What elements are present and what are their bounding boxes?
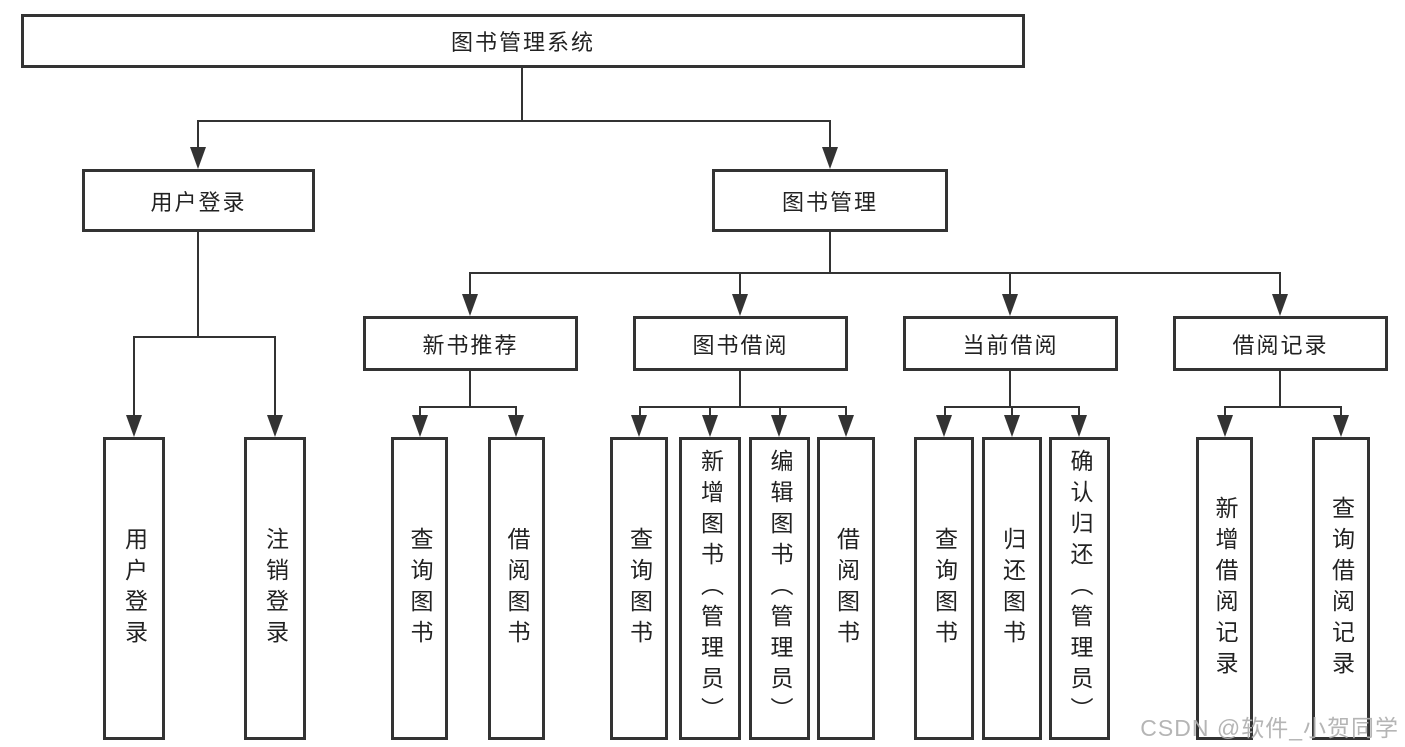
- arrow-down-icon: [1002, 294, 1018, 316]
- connector-line: [739, 272, 741, 296]
- leaf-return-books-label: 归还图书: [999, 526, 1026, 651]
- connector-line: [779, 406, 781, 416]
- connector-line: [419, 406, 517, 408]
- connector-line: [469, 272, 471, 296]
- leaf-edit-books-admin-label: 编辑图书（管理员）: [767, 449, 793, 728]
- leaf-query-books-2: 查询图书: [610, 437, 668, 740]
- node-root: 图书管理系统: [21, 14, 1025, 68]
- arrow-down-icon: [126, 415, 142, 437]
- connector-line: [197, 120, 199, 150]
- node-borrow-records: 借阅记录: [1173, 316, 1388, 371]
- node-user-login-label: 用户登录: [150, 189, 247, 215]
- arrow-down-icon: [936, 415, 952, 437]
- arrow-down-icon: [1004, 415, 1020, 437]
- connector-line: [1078, 406, 1080, 416]
- leaf-add-books-admin-label: 新增图书（管理员）: [697, 449, 724, 728]
- connector-line: [197, 232, 199, 336]
- leaf-query-books-3: 查询图书: [914, 437, 974, 740]
- connector-line: [829, 120, 831, 150]
- arrow-down-icon: [1333, 415, 1349, 437]
- connector-line: [944, 406, 946, 416]
- leaf-query-books-3-label: 查询图书: [931, 526, 958, 651]
- arrow-down-icon: [1071, 415, 1087, 437]
- leaf-confirm-return-admin: 确认归还（管理员）: [1049, 437, 1110, 740]
- node-book-management-label: 图书管理: [781, 189, 878, 215]
- leaf-query-borrow-record-label: 查询借阅记录: [1328, 495, 1355, 682]
- leaf-query-borrow-record: 查询借阅记录: [1312, 437, 1370, 740]
- leaf-add-borrow-record-label: 新增借阅记录: [1212, 495, 1238, 682]
- leaf-query-books-1-label: 查询图书: [407, 526, 433, 651]
- leaf-borrow-books-2-label: 借阅图书: [833, 526, 860, 651]
- leaf-logout-label: 注销登录: [262, 526, 289, 651]
- arrow-down-icon: [190, 147, 206, 169]
- connector-line: [521, 68, 523, 120]
- arrow-down-icon: [412, 415, 428, 437]
- arrow-down-icon: [462, 294, 478, 316]
- watermark: CSDN @软件_小贺同学: [1140, 715, 1399, 741]
- leaf-edit-books-admin: 编辑图书（管理员）: [749, 437, 810, 740]
- leaf-return-books: 归还图书: [982, 437, 1042, 740]
- connector-line: [133, 336, 276, 338]
- node-root-label: 图书管理系统: [450, 30, 595, 55]
- connector-line: [845, 406, 847, 416]
- node-new-book-recommend: 新书推荐: [363, 316, 578, 371]
- leaf-user-login-label: 用户登录: [121, 526, 148, 651]
- leaf-query-books-2-label: 查询图书: [626, 526, 653, 651]
- leaf-logout: 注销登录: [244, 437, 306, 740]
- node-book-borrow-label: 图书借阅: [692, 332, 789, 358]
- arrow-down-icon: [1272, 294, 1288, 316]
- connector-line: [1340, 406, 1342, 416]
- connector-line: [1009, 371, 1011, 406]
- node-new-book-recommend-label: 新书推荐: [422, 332, 519, 358]
- leaf-add-borrow-record: 新增借阅记录: [1196, 437, 1253, 740]
- connector-line: [1009, 272, 1011, 296]
- connector-line: [469, 371, 471, 406]
- node-current-borrow: 当前借阅: [903, 316, 1118, 371]
- connector-line: [739, 371, 741, 406]
- leaf-borrow-books-1-label: 借阅图书: [504, 526, 530, 651]
- leaf-borrow-books-1: 借阅图书: [488, 437, 545, 740]
- node-book-borrow: 图书借阅: [633, 316, 848, 371]
- connector-line: [470, 272, 1281, 274]
- arrow-down-icon: [838, 415, 854, 437]
- connector-line: [197, 120, 831, 122]
- leaf-query-books-1: 查询图书: [391, 437, 448, 740]
- node-user-login: 用户登录: [82, 169, 315, 232]
- connector-line: [1224, 406, 1226, 416]
- arrow-down-icon: [771, 415, 787, 437]
- arrow-down-icon: [822, 147, 838, 169]
- connector-line: [709, 406, 711, 416]
- node-borrow-records-label: 借阅记录: [1232, 332, 1329, 358]
- arrow-down-icon: [631, 415, 647, 437]
- node-book-management: 图书管理: [712, 169, 948, 232]
- node-current-borrow-label: 当前借阅: [962, 332, 1059, 358]
- connector-line: [1224, 406, 1341, 408]
- connector-line: [639, 406, 846, 408]
- leaf-confirm-return-admin-label: 确认归还（管理员）: [1067, 449, 1093, 728]
- arrow-down-icon: [702, 415, 718, 437]
- connector-line: [829, 232, 831, 272]
- arrow-down-icon: [732, 294, 748, 316]
- connector-line: [1011, 406, 1013, 416]
- arrow-down-icon: [1217, 415, 1233, 437]
- connector-line: [1279, 371, 1281, 406]
- arrow-down-icon: [267, 415, 283, 437]
- leaf-add-books-admin: 新增图书（管理员）: [679, 437, 741, 740]
- connector-line: [515, 406, 517, 416]
- leaf-borrow-books-2: 借阅图书: [817, 437, 875, 740]
- arrow-down-icon: [508, 415, 524, 437]
- connector-line: [639, 406, 641, 416]
- connector-line: [419, 406, 421, 416]
- connector-line: [1279, 272, 1281, 296]
- leaf-user-login: 用户登录: [103, 437, 165, 740]
- connector-line: [133, 336, 135, 416]
- connector-line: [274, 336, 276, 416]
